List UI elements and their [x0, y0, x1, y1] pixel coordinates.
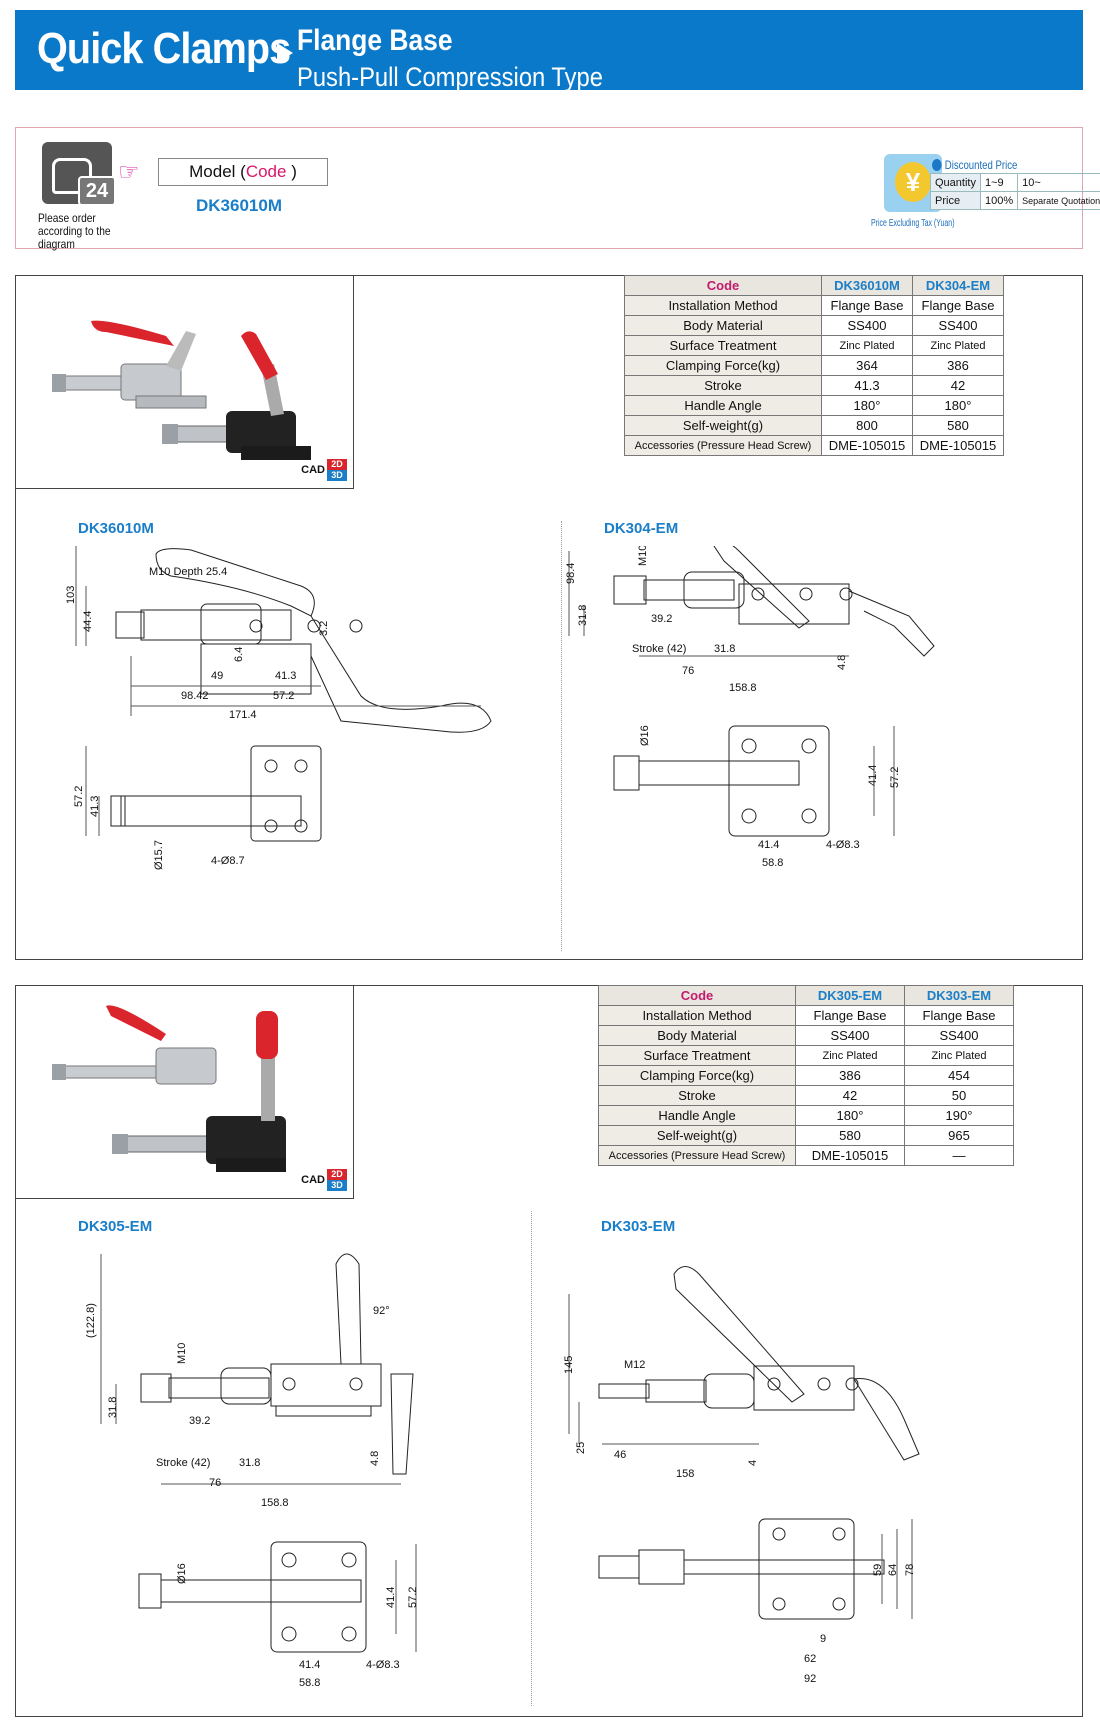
svg-text:41.4: 41.4	[299, 1659, 320, 1671]
spec-table-2: Code DK305-EM DK303-EM Installation Meth…	[598, 985, 1014, 1166]
svg-text:158: 158	[676, 1468, 694, 1480]
page-subtitle: Flange Base	[297, 24, 453, 57]
svg-text:4-Ø8.7: 4-Ø8.7	[211, 855, 245, 867]
svg-text:Ø16: Ø16	[176, 1563, 188, 1584]
svg-text:4-Ø8.3: 4-Ø8.3	[366, 1659, 400, 1671]
svg-text:158.8: 158.8	[729, 682, 757, 694]
svg-text:31.8: 31.8	[239, 1457, 260, 1469]
page-subtitle-2: Push-Pull Compression Type	[297, 62, 603, 92]
svg-text:57.2: 57.2	[407, 1587, 419, 1608]
svg-text:57.2: 57.2	[889, 767, 901, 788]
svg-text:9: 9	[820, 1633, 826, 1645]
svg-text:(122.8): (122.8)	[85, 1303, 97, 1338]
drawing-title-dk36010m: DK36010M	[78, 520, 154, 537]
svg-text:M10 Depth 25.4: M10 Depth 25.4	[149, 566, 227, 578]
phone-24-icon: 24	[42, 142, 116, 206]
svg-text:78: 78	[904, 1564, 916, 1576]
svg-text:171.4: 171.4	[229, 709, 257, 721]
drawing-title-dk304em: DK304-EM	[604, 520, 679, 537]
svg-text:Ø16: Ø16	[639, 725, 651, 746]
svg-text:76: 76	[682, 665, 694, 677]
drawing-title-dk303em: DK303-EM	[601, 1218, 676, 1235]
drawing-dk36010m: 103 44.4 M10 Depth 25.4 6.4 3.2 49 41.3 …	[65, 546, 492, 870]
svg-text:6.4: 6.4	[233, 647, 245, 662]
svg-text:4.8: 4.8	[369, 1451, 381, 1466]
title-arrow-icon	[277, 43, 293, 63]
svg-text:Stroke (42): Stroke (42)	[632, 643, 686, 655]
order-note: Please order according to the diagram	[38, 211, 111, 251]
svg-text:145: 145	[564, 1356, 575, 1374]
svg-text:103: 103	[65, 586, 77, 604]
svg-text:49: 49	[211, 670, 223, 682]
page-header: Quick Clamps Flange Base Push-Pull Compr…	[15, 10, 1083, 92]
clamp-photo-illustration	[52, 1005, 286, 1172]
svg-text:58.8: 58.8	[762, 857, 783, 869]
svg-text:64: 64	[887, 1564, 899, 1576]
svg-text:41.4: 41.4	[758, 839, 779, 851]
svg-text:59: 59	[872, 1564, 884, 1576]
svg-text:76: 76	[209, 1477, 221, 1489]
svg-text:39.2: 39.2	[651, 613, 672, 625]
svg-text:31.8: 31.8	[107, 1397, 119, 1418]
svg-text:92°: 92°	[373, 1305, 390, 1317]
drawing-dk305em: (122.8) M10 92° 31.8 39.2 Stroke (42) 31…	[85, 1253, 419, 1689]
clamp-photo-illustration	[52, 320, 311, 460]
svg-text:31.8: 31.8	[577, 605, 589, 626]
svg-text:M12: M12	[624, 1359, 645, 1371]
svg-text:137°: 137°	[822, 546, 845, 547]
discount-title: Discounted Price	[932, 158, 1017, 172]
model-code-box: Model (Code )	[158, 158, 328, 186]
svg-text:44.4: 44.4	[82, 611, 94, 632]
svg-text:Ø15.7: Ø15.7	[153, 840, 165, 870]
svg-text:4-Ø8.3: 4-Ø8.3	[826, 839, 860, 851]
svg-text:57.2: 57.2	[73, 786, 85, 807]
svg-text:25: 25	[575, 1442, 587, 1454]
svg-text:M10: M10	[176, 1343, 188, 1364]
svg-text:41.3: 41.3	[89, 796, 101, 817]
svg-text:98.42: 98.42	[181, 690, 209, 702]
svg-text:4: 4	[747, 1460, 759, 1466]
page-title: Quick Clamps	[37, 24, 291, 73]
drawing-dk303em: 145 M12 25 46 158 4 59 64 78 9 62 92	[564, 1266, 920, 1685]
svg-text:4.8: 4.8	[836, 655, 848, 670]
svg-text:92: 92	[804, 1673, 816, 1685]
svg-text:41.4: 41.4	[385, 1587, 397, 1608]
svg-text:57.2: 57.2	[273, 690, 294, 702]
spec-table-1: Code DK36010M DK304-EM Installation Meth…	[624, 275, 1004, 456]
model-code-value: DK36010M	[196, 196, 282, 215]
svg-text:Stroke (42): Stroke (42)	[156, 1457, 210, 1469]
svg-text:3.2: 3.2	[318, 621, 330, 636]
drawing-dk304em: 98.4 M10 31.8 39.2 137° Stroke (42) 31.8…	[565, 546, 935, 869]
svg-text:46: 46	[614, 1449, 626, 1461]
svg-text:98.4: 98.4	[565, 563, 577, 584]
pointing-hand-icon: ☞	[118, 159, 140, 186]
svg-text:39.2: 39.2	[189, 1415, 210, 1427]
order-info-box: 24 Please order according to the diagram…	[15, 127, 1083, 251]
bullet-icon	[932, 159, 942, 171]
svg-text:41.3: 41.3	[275, 670, 296, 682]
svg-text:31.8: 31.8	[714, 643, 735, 655]
svg-text:158.8: 158.8	[261, 1497, 289, 1509]
drawing-title-dk305em: DK305-EM	[78, 1218, 153, 1235]
svg-text:41.4: 41.4	[867, 765, 879, 786]
svg-text:58.8: 58.8	[299, 1677, 320, 1689]
svg-text:M10: M10	[637, 546, 649, 566]
price-note: Price Excluding Tax (Yuan)	[871, 218, 955, 229]
svg-text:62: 62	[804, 1653, 816, 1665]
